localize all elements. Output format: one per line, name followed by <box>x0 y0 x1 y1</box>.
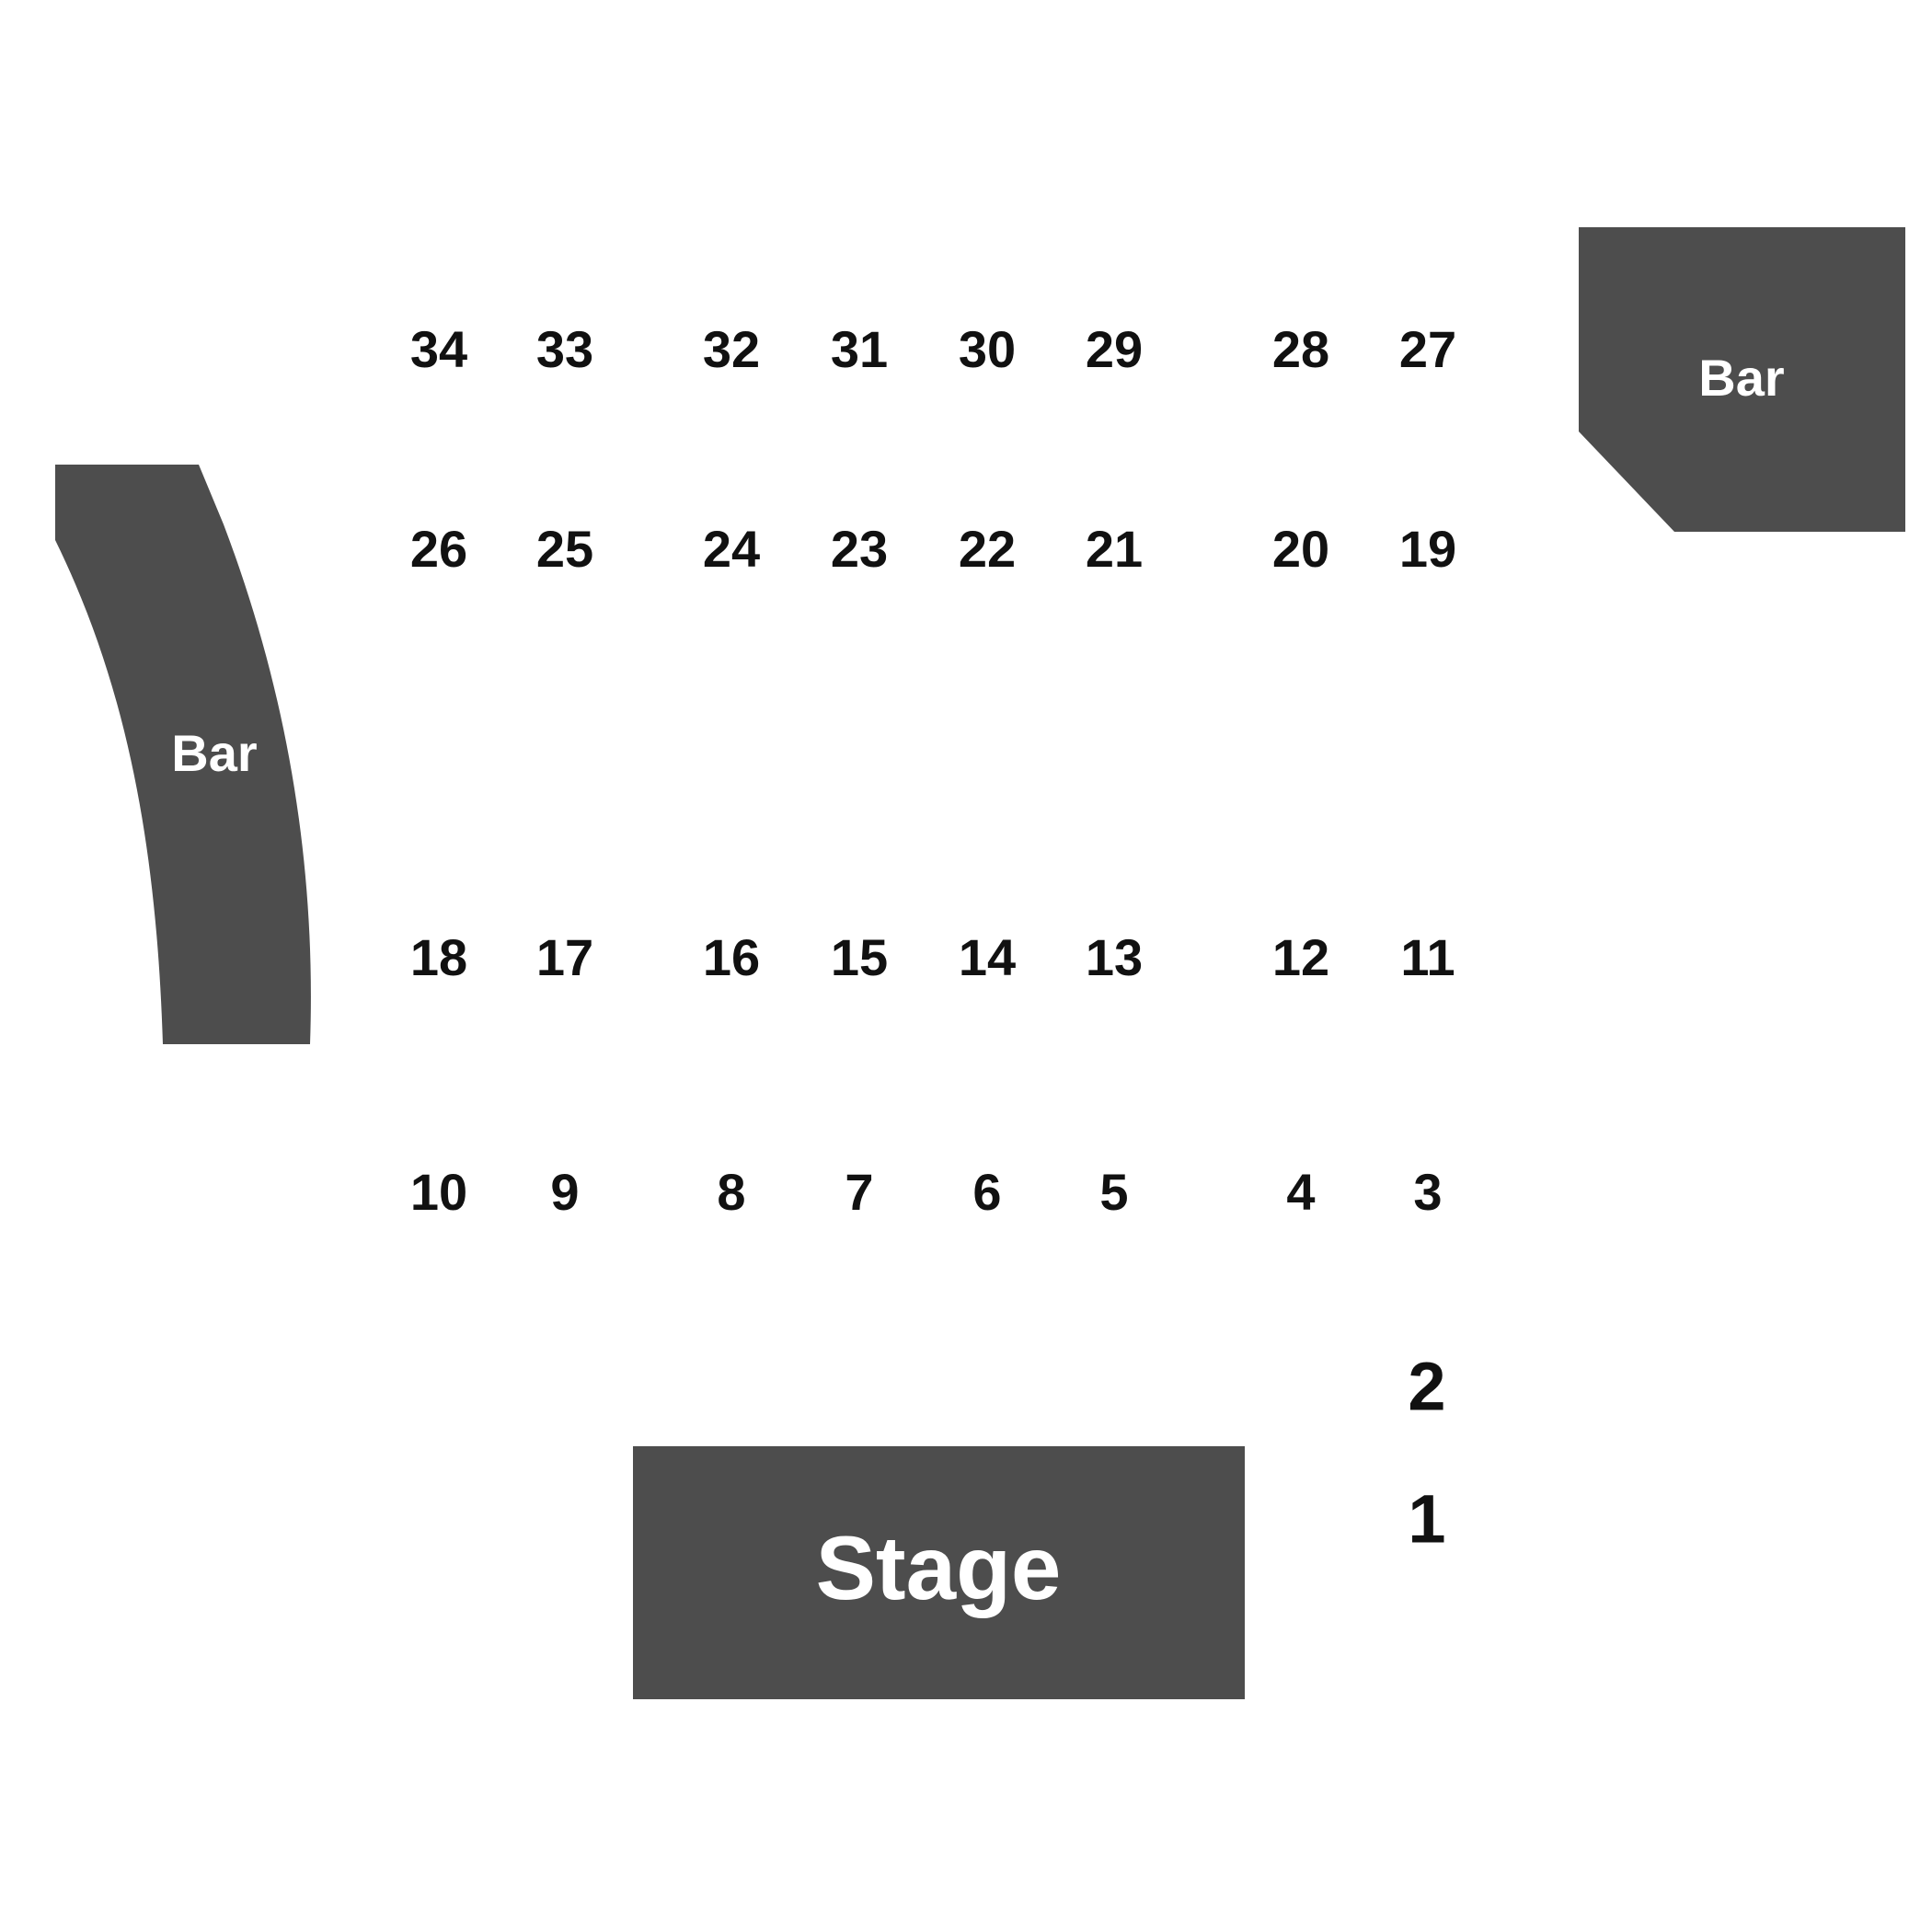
seat-27[interactable]: 27 <box>1399 320 1456 378</box>
seat-14[interactable]: 14 <box>959 928 1016 986</box>
seat-4[interactable]: 4 <box>1286 1163 1315 1221</box>
seat-23[interactable]: 23 <box>831 520 888 578</box>
seat-1[interactable]: 1 <box>1408 1481 1445 1558</box>
bar-right[interactable]: Bar <box>1579 227 1905 532</box>
seat-34[interactable]: 34 <box>410 320 467 378</box>
seat-10[interactable]: 10 <box>410 1163 467 1221</box>
seat-7[interactable]: 7 <box>845 1163 873 1221</box>
seat-11[interactable]: 11 <box>1400 928 1455 986</box>
seat-row-second: 26 25 24 23 22 21 20 19 <box>410 520 1456 578</box>
stage-shape <box>633 1446 1245 1699</box>
seat-3[interactable]: 3 <box>1413 1163 1442 1221</box>
seat-19[interactable]: 19 <box>1399 520 1456 578</box>
seat-17[interactable]: 17 <box>536 928 593 986</box>
seat-15[interactable]: 15 <box>831 928 888 986</box>
seat-row-third: 18 17 16 15 14 13 12 11 <box>410 928 1455 986</box>
seat-24[interactable]: 24 <box>703 520 760 578</box>
stage-label: Stage <box>816 1517 1062 1618</box>
bar-left-shape <box>55 465 311 1044</box>
seat-row-fourth: 10 9 8 7 6 5 4 3 <box>410 1163 1443 1221</box>
seat-16[interactable]: 16 <box>703 928 760 986</box>
bar-right-shape <box>1579 227 1905 532</box>
seat-18[interactable]: 18 <box>410 928 467 986</box>
seat-13[interactable]: 13 <box>1086 928 1143 986</box>
seat-6[interactable]: 6 <box>972 1163 1001 1221</box>
seat-32[interactable]: 32 <box>703 320 760 378</box>
seat-28[interactable]: 28 <box>1272 320 1329 378</box>
seat-row-top: 34 33 32 31 30 29 28 27 <box>410 320 1456 378</box>
seat-21[interactable]: 21 <box>1086 520 1143 578</box>
seat-25[interactable]: 25 <box>536 520 593 578</box>
seat-9[interactable]: 9 <box>550 1163 579 1221</box>
seat-22[interactable]: 22 <box>959 520 1016 578</box>
seat-30[interactable]: 30 <box>959 320 1016 378</box>
stage[interactable]: Stage <box>633 1446 1245 1699</box>
seat-2[interactable]: 2 <box>1408 1349 1445 1425</box>
seat-8[interactable]: 8 <box>717 1163 745 1221</box>
seat-side: 2 1 <box>1408 1349 1445 1558</box>
bar-right-label: Bar <box>1698 349 1784 407</box>
seat-5[interactable]: 5 <box>1099 1163 1128 1221</box>
bar-left[interactable]: Bar <box>55 465 311 1044</box>
seat-33[interactable]: 33 <box>536 320 593 378</box>
seat-12[interactable]: 12 <box>1272 928 1329 986</box>
seat-26[interactable]: 26 <box>410 520 467 578</box>
bar-left-label: Bar <box>171 724 257 782</box>
seat-29[interactable]: 29 <box>1086 320 1143 378</box>
seat-31[interactable]: 31 <box>831 320 888 378</box>
seat-20[interactable]: 20 <box>1272 520 1329 578</box>
